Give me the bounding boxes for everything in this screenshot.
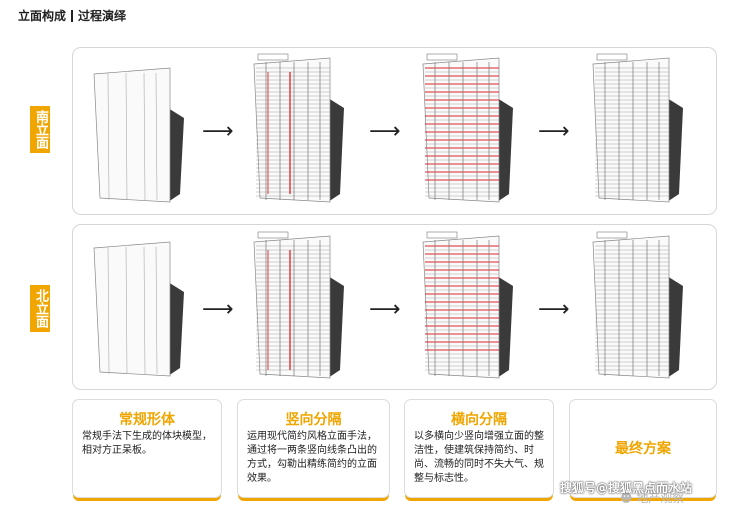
page-title: 立面构成过程演绎 [18, 7, 126, 24]
tower-body [592, 235, 670, 379]
tower-line [143, 72, 146, 201]
tower-crown [596, 53, 628, 61]
tower-shadow [168, 108, 184, 202]
arrow-icon: ⟶ [369, 119, 401, 144]
brand-watermark: ☻ 地产观察 [620, 489, 684, 506]
tower-body [422, 57, 500, 203]
card-vertical-division: 竖向分隔 运用现代简约风格立面手法，通过将一两条竖向线条凸出的方式，勾勒出精练简… [237, 399, 390, 498]
tower-shadow [328, 98, 344, 202]
tower-line [107, 246, 110, 375]
tower-line [143, 246, 146, 375]
building-south-vertical [253, 53, 344, 203]
card-title: 常规形体 [119, 412, 175, 428]
arrow-icon: ⟶ [538, 297, 570, 322]
tower-crown [596, 231, 628, 239]
tower-line [155, 246, 158, 375]
card-body: 运用现代简约风格立面手法，通过将一两条竖向线条凸出的方式，勾勒出精练简约的立面效… [247, 431, 377, 484]
building-south-horizontal [422, 53, 513, 203]
tower-shadow [497, 98, 513, 202]
tower-body [422, 235, 500, 379]
tower-line [125, 72, 128, 201]
tower-shadow [667, 98, 683, 202]
tower-body [592, 57, 670, 203]
card-conventional-form: 常规形体 常规手法下生成的体块模型，相对方正呆板。 [72, 399, 222, 498]
brand-icon: ☻ [620, 491, 633, 505]
brand-text: 地产观察 [636, 491, 685, 505]
tower-body [253, 57, 331, 203]
row-label-south-text: 南立面 [33, 110, 48, 149]
tower-shadow [328, 276, 344, 378]
tower-crown [426, 53, 458, 61]
arrow-icon: ⟶ [538, 119, 570, 144]
building-south-plain [93, 67, 184, 203]
card-horizontal-division: 横向分隔 以多横向少竖向增强立面的整洁性，使建筑保持简约、时尚、流畅的同时不失大… [404, 399, 554, 498]
row-label-north: 北立面 [30, 285, 50, 332]
arrow-icon: ⟶ [202, 297, 234, 322]
card-body: 以多横向少竖向增强立面的整洁性，使建筑保持简约、时尚、流畅的同时不失大气、规整与… [414, 431, 544, 484]
tower-shadow [667, 276, 683, 378]
title-separator [71, 10, 74, 22]
tower-line [155, 72, 158, 201]
title-part-2: 过程演绎 [78, 9, 127, 23]
row-label-north-text: 北立面 [33, 289, 48, 328]
tower-body [93, 241, 171, 377]
tower-line [107, 72, 110, 201]
tower-crown [257, 231, 289, 239]
arrow-icon: ⟶ [202, 119, 234, 144]
title-part-1: 立面构成 [18, 9, 67, 23]
tower-body [93, 67, 171, 203]
card-title: 竖向分隔 [285, 412, 342, 428]
tower-crown [257, 53, 289, 61]
tower-shadow [168, 282, 184, 376]
card-body: 常规手法下生成的体块模型，相对方正呆板。 [82, 431, 212, 456]
building-north-plain [93, 241, 184, 377]
row-label-south: 南立面 [30, 106, 50, 153]
card-title: 最终方案 [615, 441, 671, 457]
arrow-icon: ⟶ [369, 297, 401, 322]
card-final-scheme: 最终方案 [569, 399, 717, 498]
card-title: 横向分隔 [451, 412, 507, 428]
tower-line [125, 246, 128, 375]
building-north-horizontal [422, 231, 513, 379]
tower-body [253, 235, 331, 379]
tower-shadow [497, 276, 513, 378]
tower-crown [426, 231, 458, 239]
building-north-vertical [253, 231, 344, 379]
building-north-final [592, 231, 683, 379]
building-south-final [592, 53, 683, 203]
source-watermark: 搜狐号@搜狐黑点而水站 [560, 481, 693, 495]
